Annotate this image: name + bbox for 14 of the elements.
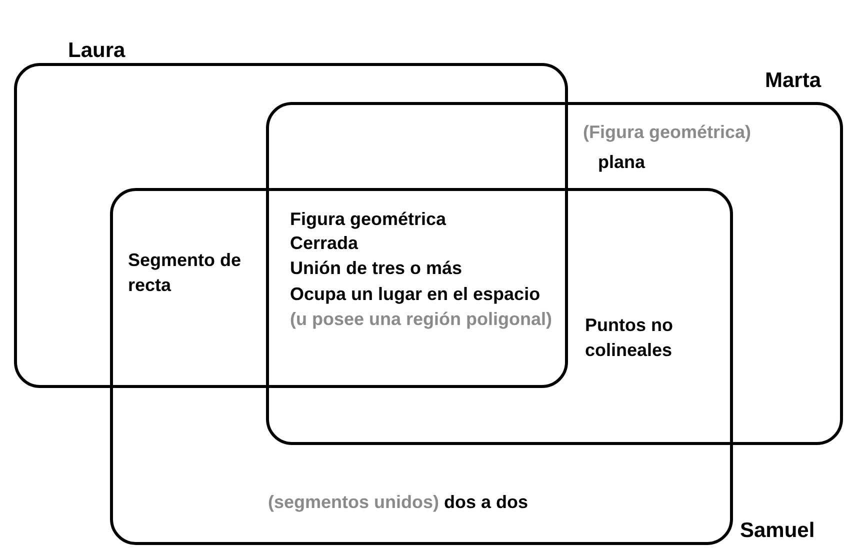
region-text: Unión de tres o más xyxy=(290,258,462,278)
region-text: (segmentos unidos) xyxy=(268,492,440,512)
set-name: Marta xyxy=(765,68,822,94)
region-text: Figura geométrica xyxy=(290,209,446,229)
set-name: Laura xyxy=(68,38,126,64)
region-text: plana xyxy=(598,152,646,172)
region-text: Ocupa un lugar en el espacio xyxy=(290,284,540,304)
region-text: (u posee una región poligonal) xyxy=(290,309,552,329)
region-text: (Figura geométrica) xyxy=(583,122,752,142)
region-text: Cerrada xyxy=(290,233,358,253)
region-text: dos a dos xyxy=(444,492,528,512)
set-name: Samuel xyxy=(740,518,815,544)
region-text: Segmento de recta xyxy=(128,250,242,295)
region-text: Puntos no colineales xyxy=(585,315,673,360)
